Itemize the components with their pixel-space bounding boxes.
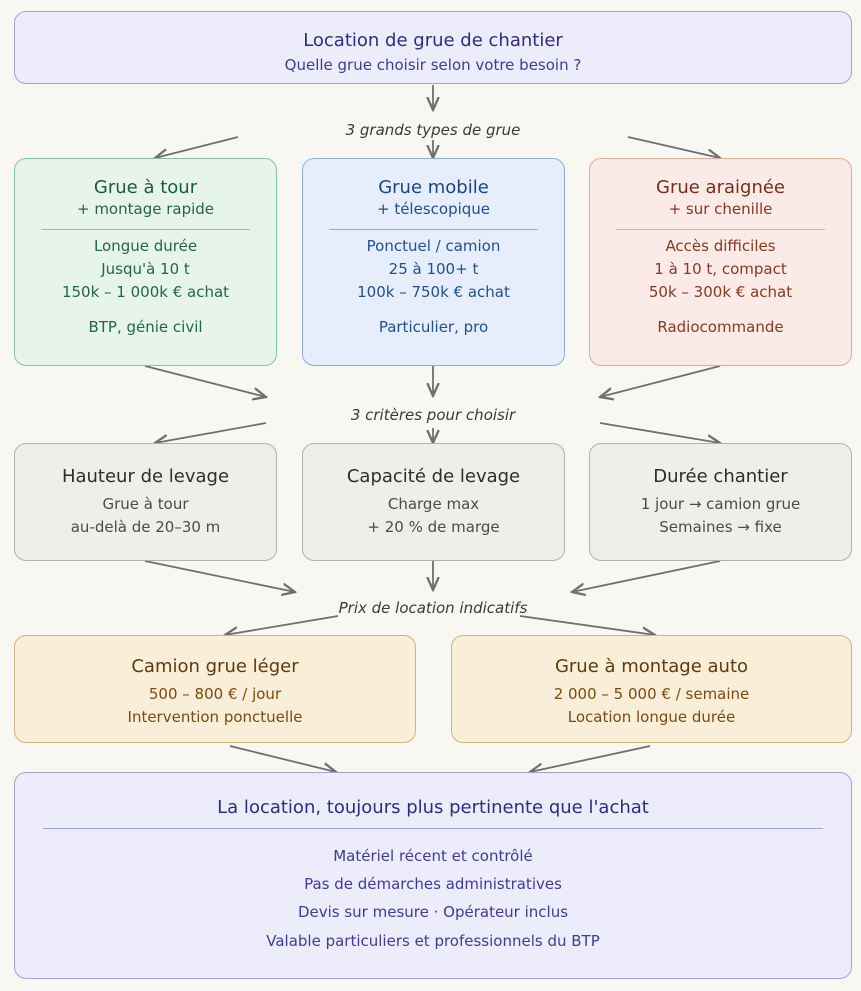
price-line: Intervention ponctuelle: [127, 708, 303, 726]
arrow-self-erecting-down: [530, 745, 651, 772]
type-line: 100k – 750k € achat: [357, 283, 510, 301]
price-line: 2 000 – 5 000 € / semaine: [553, 685, 750, 703]
type-card-spider-crane: Grue araignée + sur chenille Accès diffi…: [589, 158, 852, 366]
arrow-duration-down: [572, 560, 721, 592]
type-subtitle: + montage rapide: [76, 200, 215, 218]
price-card-light-truck-crane: Camion grue léger 500 – 800 € / jour Int…: [14, 635, 416, 743]
arrow-height-down: [144, 560, 295, 592]
conclusion-line: Matériel récent et contrôlé: [333, 847, 533, 865]
criteria-card-height: Hauteur de levage Grue à tour au-delà de…: [14, 443, 277, 561]
criteria-line: + 20 % de marge: [367, 518, 500, 536]
type-line: Accès difficiles: [665, 237, 776, 255]
criteria-card-duration: Durée chantier 1 jour → camion grue Sema…: [589, 443, 852, 561]
criteria-line: 1 jour → camion grue: [640, 495, 801, 513]
arrow-to-spider: [627, 136, 720, 158]
criteria-line: au-delà de 20–30 m: [70, 518, 221, 536]
price-card-self-erecting-crane: Grue à montage auto 2 000 – 5 000 € / se…: [451, 635, 852, 743]
arrow-to-duration: [599, 422, 720, 443]
type-subtitle: + télescopique: [376, 200, 491, 218]
price-line: 500 – 800 € / jour: [148, 685, 282, 703]
divider: [41, 229, 250, 230]
conclusion-line: Devis sur mesure · Opérateur inclus: [297, 903, 569, 921]
header-box: Location de grue de chantier Quelle grue…: [14, 11, 852, 84]
type-line: 1 à 10 t, compact: [654, 260, 787, 278]
conclusion-title: La location, toujours plus pertinente qu…: [217, 797, 649, 818]
type-title: Grue araignée: [656, 177, 785, 198]
criteria-line: Charge max: [387, 495, 480, 513]
criteria-title: Capacité de levage: [346, 466, 521, 487]
type-line: 150k – 1 000k € achat: [61, 283, 230, 301]
divider: [329, 229, 538, 230]
type-line: Longue durée: [93, 237, 198, 255]
header-subtitle: Quelle grue choisir selon votre besoin ?: [284, 56, 582, 74]
criteria-label: 3 critères pour choisir: [350, 406, 516, 424]
arrow-to-height: [155, 422, 267, 443]
header-title: Location de grue de chantier: [303, 30, 563, 51]
conclusion-box: La location, toujours plus pertinente qu…: [14, 772, 852, 979]
type-footer: Radiocommande: [657, 318, 784, 336]
type-footer: Particulier, pro: [378, 318, 489, 336]
arrow-to-light-truck: [225, 615, 339, 635]
prices-label: Prix de location indicatifs: [338, 599, 528, 617]
criteria-card-capacity: Capacité de levage Charge max + 20 % de …: [302, 443, 565, 561]
arrow-spider-down: [600, 365, 721, 397]
type-line: Ponctuel / camion: [366, 237, 501, 255]
type-line: 25 à 100+ t: [388, 260, 479, 278]
price-line: Location longue durée: [567, 708, 736, 726]
type-line: Jusqu'à 10 t: [101, 260, 190, 278]
arrow-light-truck-down: [229, 745, 336, 772]
type-card-tower-crane: Grue à tour + montage rapide Longue duré…: [14, 158, 277, 366]
conclusion-footer: Valable particuliers et professionnels d…: [266, 932, 600, 950]
type-line: 50k – 300k € achat: [648, 283, 793, 301]
criteria-title: Hauteur de levage: [61, 466, 230, 487]
criteria-line: Semaines → fixe: [659, 518, 782, 536]
type-card-mobile-crane: Grue mobile + télescopique Ponctuel / ca…: [302, 158, 565, 366]
type-title: Grue à tour: [93, 177, 198, 198]
divider: [43, 828, 823, 829]
type-title: Grue mobile: [378, 177, 489, 198]
arrow-tower-down: [144, 365, 266, 397]
arrow-to-self-erecting: [519, 615, 655, 635]
price-title: Grue à montage auto: [554, 656, 749, 677]
types-label: 3 grands types de grue: [345, 121, 521, 139]
criteria-line: Grue à tour: [102, 495, 189, 513]
criteria-title: Durée chantier: [653, 466, 788, 487]
type-footer: BTP, génie civil: [88, 318, 203, 336]
type-subtitle: + sur chenille: [668, 200, 773, 218]
price-title: Camion grue léger: [131, 656, 299, 677]
conclusion-line: Pas de démarches administratives: [304, 875, 562, 893]
divider: [616, 229, 825, 230]
arrow-to-tower: [155, 136, 239, 158]
